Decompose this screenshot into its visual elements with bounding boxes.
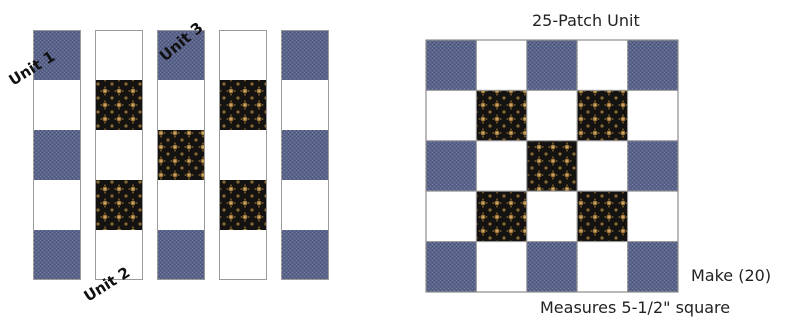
patch-white xyxy=(33,80,81,130)
block-patch-blue xyxy=(527,40,577,90)
patch-white xyxy=(219,230,267,280)
block-patch-blue xyxy=(426,40,476,90)
block-patch-black xyxy=(476,90,526,140)
block-patch-blue xyxy=(628,141,678,191)
unit-strips xyxy=(33,30,329,280)
block-patch-white xyxy=(577,40,627,90)
block-patch-blue xyxy=(628,40,678,90)
patch-white xyxy=(281,80,329,130)
block-patch-white xyxy=(577,141,627,191)
patch-white xyxy=(95,30,143,80)
patch-white xyxy=(33,180,81,230)
patch-white xyxy=(157,80,205,130)
strip-2 xyxy=(95,30,143,280)
block-patch-white xyxy=(476,141,526,191)
block-patch-white xyxy=(476,40,526,90)
block-patch-white xyxy=(577,242,627,292)
patch-white xyxy=(157,180,205,230)
patch-white xyxy=(219,130,267,180)
block-patch-white xyxy=(527,191,577,241)
strip-4 xyxy=(219,30,267,280)
make-count: Make (20) xyxy=(691,266,771,285)
strip-5 xyxy=(281,30,329,280)
patch-blue xyxy=(157,230,205,280)
block-patch-white xyxy=(628,90,678,140)
patch-blue xyxy=(281,30,329,80)
block-patch-white xyxy=(527,90,577,140)
strip-3 xyxy=(157,30,205,280)
block-patch-black xyxy=(476,191,526,241)
block-patch-white xyxy=(476,242,526,292)
block-patch-blue xyxy=(426,141,476,191)
block-patch-white xyxy=(426,191,476,241)
patch-black xyxy=(219,180,267,230)
patch-white xyxy=(281,180,329,230)
block-measurement: Measures 5-1/2" square xyxy=(540,298,730,317)
block-patch-black xyxy=(527,141,577,191)
patch-black xyxy=(95,180,143,230)
patch-white xyxy=(95,130,143,180)
patch-blue xyxy=(33,230,81,280)
block-title: 25-Patch Unit xyxy=(532,11,640,30)
patch-black xyxy=(95,80,143,130)
patch-blue xyxy=(33,130,81,180)
block-patch-blue xyxy=(426,242,476,292)
block-patch-white xyxy=(426,90,476,140)
patch-white xyxy=(219,30,267,80)
block-patch-black xyxy=(577,90,627,140)
patch-blue xyxy=(281,230,329,280)
block-patch-blue xyxy=(527,242,577,292)
patch-black xyxy=(219,80,267,130)
block-patch-white xyxy=(628,191,678,241)
twenty-five-patch-block xyxy=(426,40,678,292)
block-patch-black xyxy=(577,191,627,241)
patch-blue xyxy=(281,130,329,180)
patch-black xyxy=(157,130,205,180)
block-patch-blue xyxy=(628,242,678,292)
